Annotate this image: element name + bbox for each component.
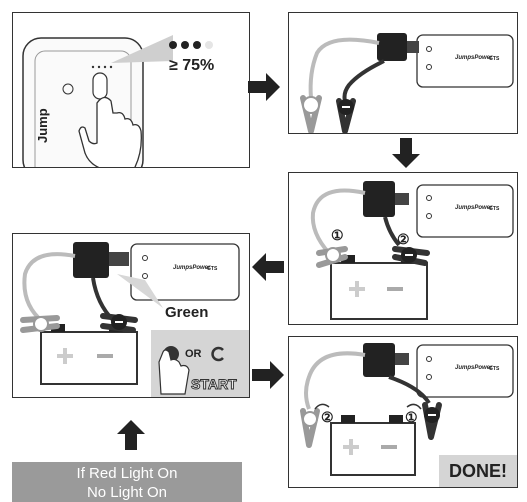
battery-level-text: ≥ 75% [169,57,215,74]
device-label-model: GTS [489,366,500,372]
device-label-model: GTS [489,56,500,62]
step-marker-2: ② [397,231,410,247]
device-label-model: GTS [207,266,218,272]
device-label-model: GTS [489,206,500,212]
arrow-right-2 [252,361,284,389]
device-label-brand: JumpsPower [455,55,493,61]
step-2-illustration [300,33,514,133]
arrow-right-1 [248,73,280,101]
device-brand-side-text: Jump [35,108,50,143]
step-1-illustration [22,35,213,167]
step-5-panel: ② ① JumpsPower GTS DONE! [288,336,518,488]
arrow-up [117,420,145,450]
arrow-down [392,138,420,168]
or-text: OR [185,348,202,360]
start-text: START [191,376,238,393]
note-line-1: If Red Light On [76,465,178,482]
step-4-panel: Green OR START JumpsPower GTS [12,233,250,398]
step-3-panel: ① ② JumpsPower GTS [288,172,518,325]
step-1-panel: ≥ 75% Jump [12,12,250,168]
note-line-2: No Light On [86,484,168,501]
step-marker-1: ① [405,409,418,425]
troubleshoot-note: If Red Light On No Light On [12,462,242,502]
step-3-illustration [310,181,514,320]
step-marker-1: ① [331,227,344,243]
device-label-brand: JumpsPower [455,365,493,371]
arrow-left [252,253,284,281]
step-2-panel: JumpsPower GTS [288,12,518,134]
device-label-brand: JumpsPower [455,205,493,211]
device-label-brand: JumpsPower [173,265,211,271]
step-marker-2: ② [321,409,334,425]
step-4-illustration [20,242,249,397]
green-light-text: Green [165,304,209,321]
step-5-illustration [300,343,514,476]
done-badge: DONE! [439,455,517,487]
